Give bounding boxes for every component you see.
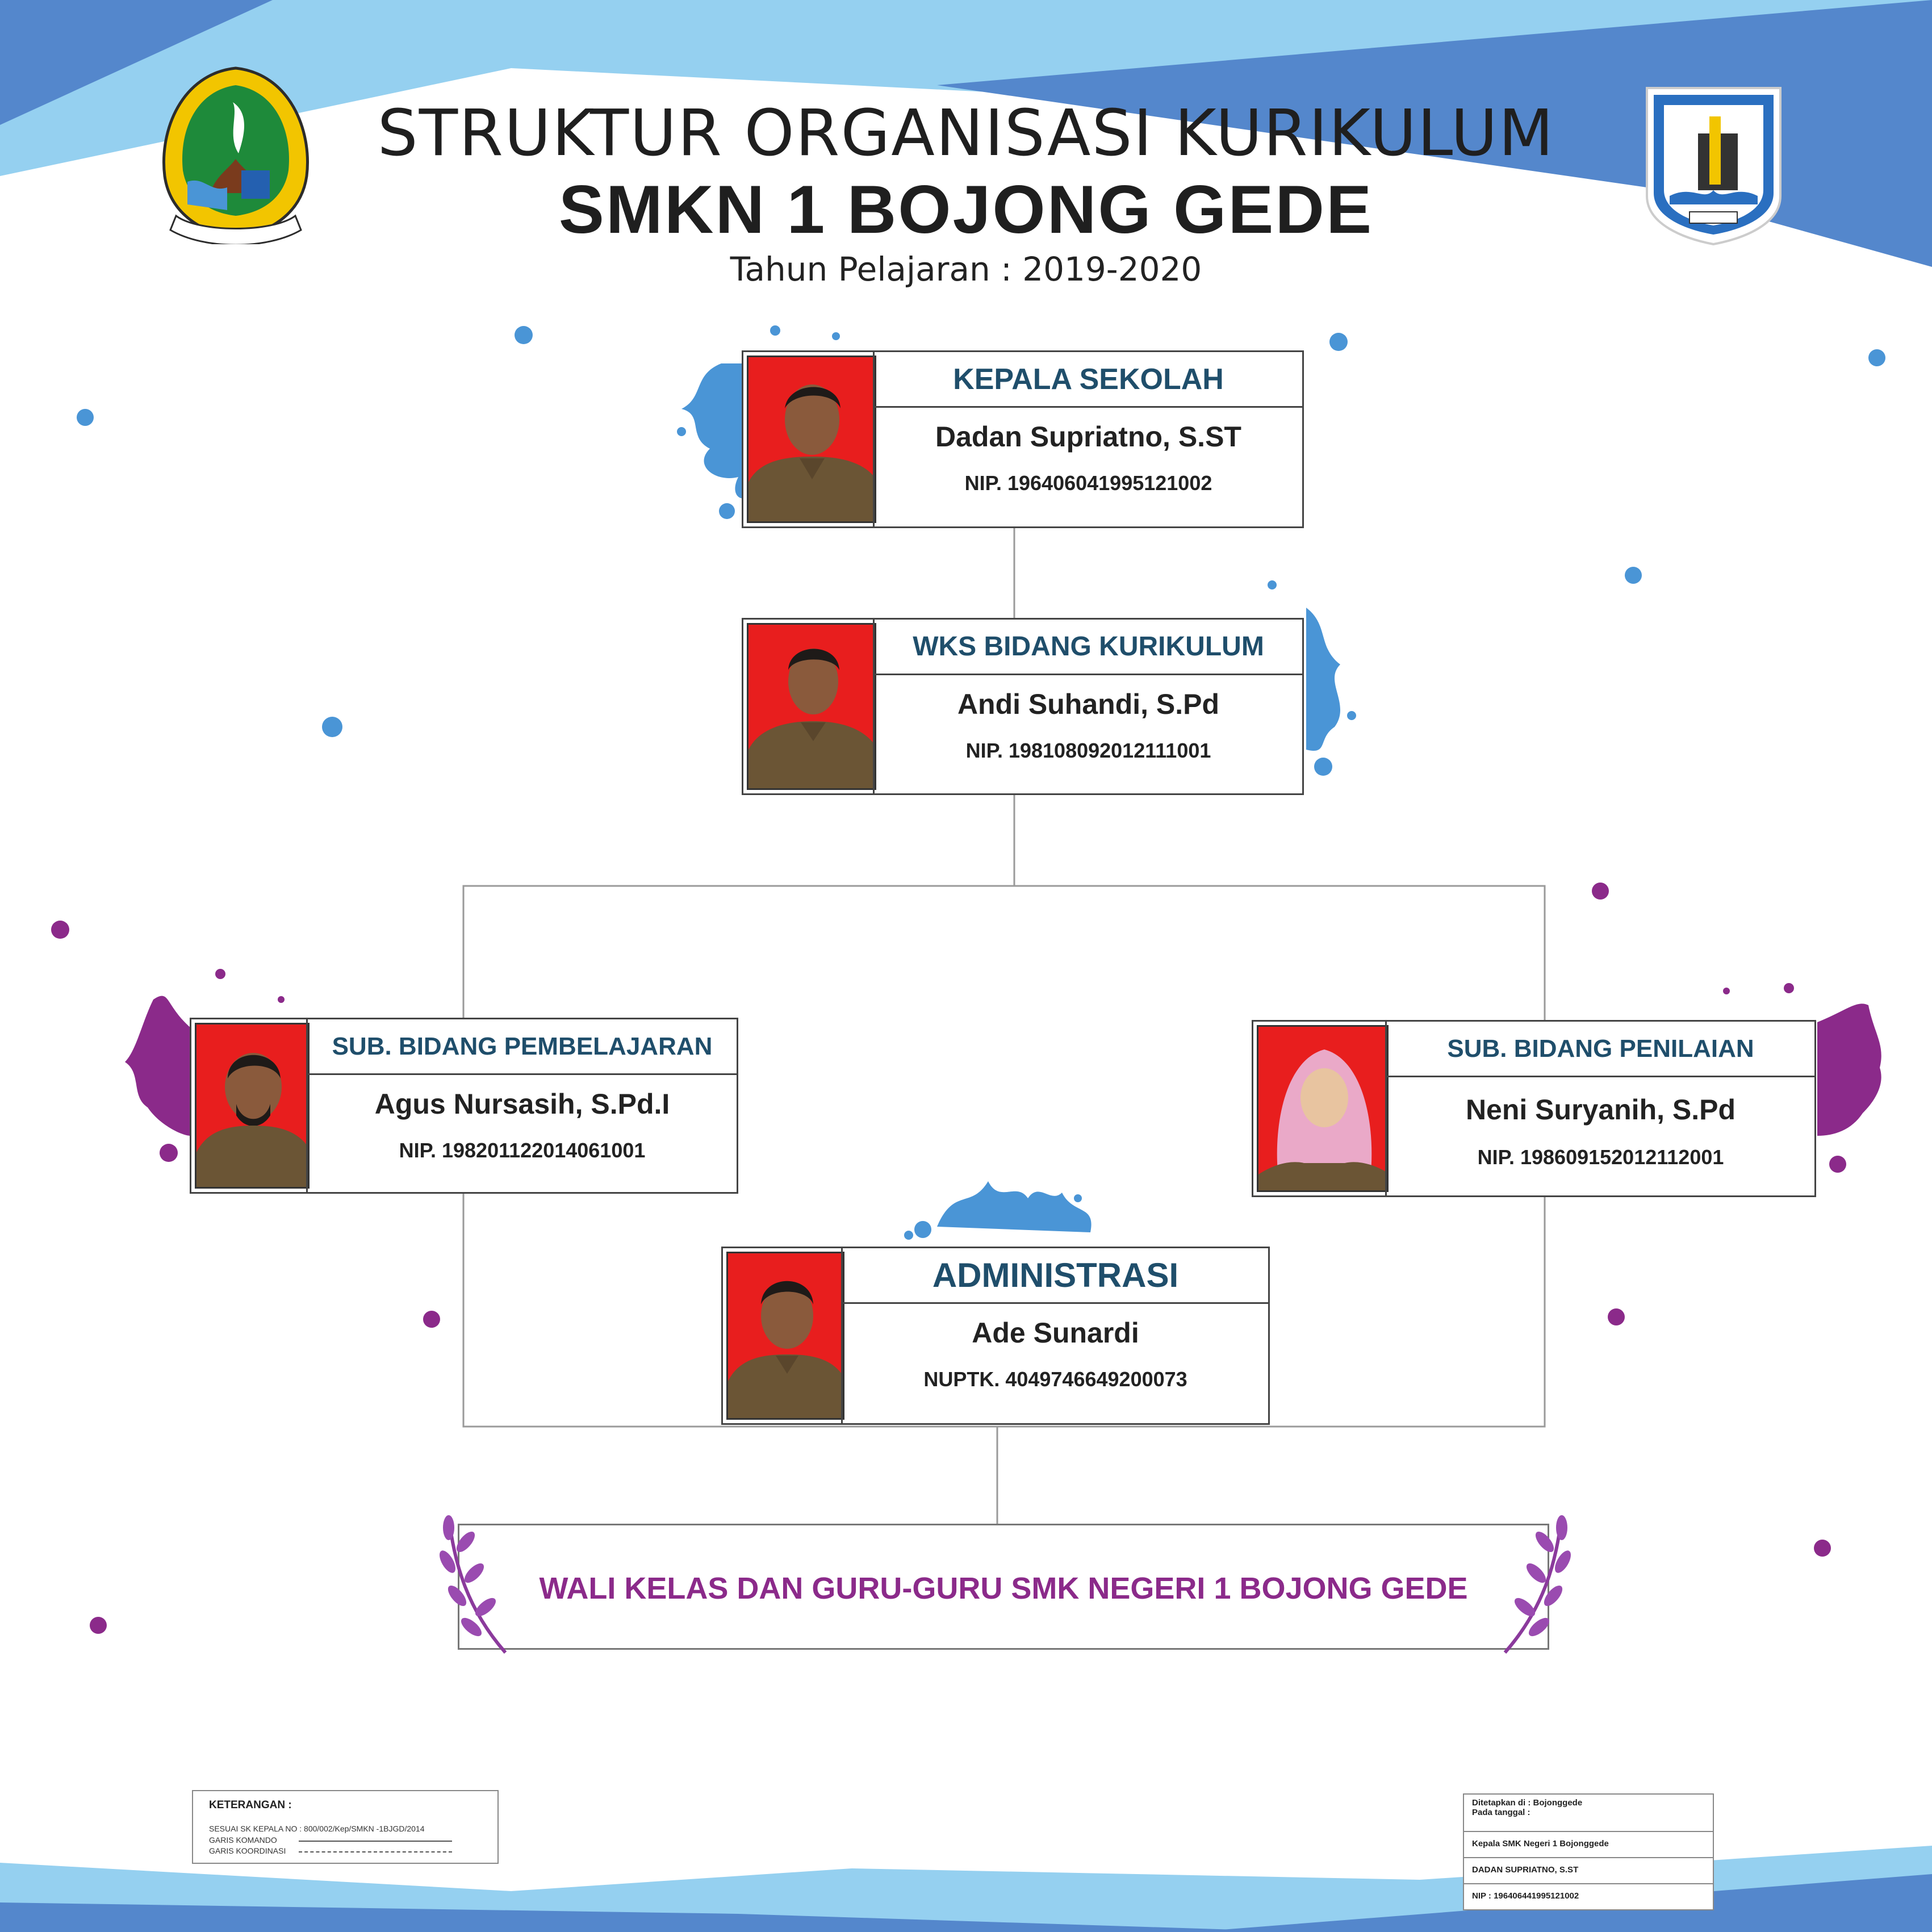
jawa-barat-emblem-icon <box>153 62 318 246</box>
signature-box: Ditetapkan di : Bojonggede Pada tanggal … <box>1463 1793 1714 1910</box>
signature-position: Kepala SMK Negeri 1 Bojonggede <box>1464 1832 1713 1858</box>
signature-place: Ditetapkan di : Bojonggede <box>1472 1798 1583 1808</box>
signature-place-date: Ditetapkan di : Bojonggede Pada tanggal … <box>1464 1795 1713 1832</box>
legend-box: KETERANGAN : SESUAI SK KEPALA NO : 800/0… <box>192 1790 499 1864</box>
role-label: WKS BIDANG KURIKULUM <box>875 620 1302 675</box>
legend-title: KETERANGAN : <box>209 1799 292 1811</box>
signature-name-text: DADAN SUPRIATNO, S.ST <box>1472 1865 1579 1875</box>
laurel-left-icon <box>432 1511 517 1658</box>
person-name: Dadan Supriatno, S.ST <box>935 421 1241 453</box>
portrait-photo <box>747 356 876 523</box>
school-name: SMKN 1 BOJONG GEDE <box>558 172 1374 248</box>
person-name: Neni Suryanih, S.Pd <box>1465 1094 1736 1126</box>
role-label: SUB. BIDANG PEMBELAJARAN <box>308 1019 737 1075</box>
person-name: Agus Nursasih, S.Pd.I <box>374 1088 670 1120</box>
card-info: ADMINISTRASI Ade Sunardi NUPTK. 40497466… <box>841 1248 1268 1423</box>
card-sub-bidang-pembelajaran: SUB. BIDANG PEMBELAJARAN Agus Nursasih, … <box>190 1018 738 1194</box>
card-info: KEPALA SEKOLAH Dadan Supriatno, S.ST NIP… <box>873 352 1302 526</box>
person-id: NUPTK. 4049746649200073 <box>923 1368 1187 1391</box>
portrait-photo <box>195 1023 310 1189</box>
signature-name: DADAN SUPRIATNO, S.ST <box>1464 1858 1713 1884</box>
person-id: NIP. 198201122014061001 <box>399 1139 646 1162</box>
card-wks-kurikulum: WKS BIDANG KURIKULUM Andi Suhandi, S.Pd … <box>742 618 1304 795</box>
legend-reference: SESUAI SK KEPALA NO : 800/002/Kep/SMKN -… <box>209 1824 425 1833</box>
person-id: NIP. 196406041995121002 <box>964 471 1212 495</box>
page-title: STRUKTUR ORGANISASI KURIKULUM <box>377 97 1555 170</box>
card-info: SUB. BIDANG PENILAIAN Neni Suryanih, S.P… <box>1385 1022 1814 1195</box>
smk-negeri-1-bojonggede-emblem-icon <box>1641 82 1786 247</box>
legend-garis-koordinasi-label: GARIS KOORDINASI <box>209 1846 286 1855</box>
garis-koordinasi-line <box>299 1851 452 1852</box>
wali-kelas-label: WALI KELAS DAN GURU-GURU SMK NEGERI 1 BO… <box>539 1571 1468 1605</box>
signature-nip-text: NIP : 196406441995121002 <box>1472 1891 1579 1901</box>
portrait-photo <box>726 1252 844 1420</box>
person-name: Andi Suhandi, S.Pd <box>957 688 1220 720</box>
signature-nip: NIP : 196406441995121002 <box>1464 1884 1713 1909</box>
person-name: Ade Sunardi <box>972 1317 1139 1349</box>
card-info: SUB. BIDANG PEMBELAJARAN Agus Nursasih, … <box>306 1019 737 1192</box>
signature-date: Pada tanggal : <box>1472 1808 1530 1817</box>
card-administrasi: ADMINISTRASI Ade Sunardi NUPTK. 40497466… <box>721 1247 1270 1425</box>
role-label: SUB. BIDANG PENILAIAN <box>1387 1022 1814 1077</box>
academic-year: Tahun Pelajaran : 2019-2020 <box>730 250 1202 288</box>
wali-kelas-banner: WALI KELAS DAN GURU-GURU SMK NEGERI 1 BO… <box>458 1524 1549 1650</box>
portrait-photo <box>1257 1025 1389 1192</box>
card-kepala-sekolah: KEPALA SEKOLAH Dadan Supriatno, S.ST NIP… <box>742 350 1304 528</box>
portrait-photo <box>747 623 876 790</box>
laurel-right-icon <box>1494 1511 1579 1658</box>
person-id: NIP. 198108092012111001 <box>965 739 1211 762</box>
person-id: NIP. 198609152012112001 <box>1477 1145 1724 1169</box>
role-label: KEPALA SEKOLAH <box>875 352 1302 408</box>
garis-komando-line <box>299 1841 452 1842</box>
role-label: ADMINISTRASI <box>843 1248 1268 1304</box>
legend-garis-komando-label: GARIS KOMANDO <box>209 1835 277 1845</box>
signature-position-text: Kepala SMK Negeri 1 Bojonggede <box>1472 1839 1609 1849</box>
card-info: WKS BIDANG KURIKULUM Andi Suhandi, S.Pd … <box>873 620 1302 793</box>
card-sub-bidang-penilaian: SUB. BIDANG PENILAIAN Neni Suryanih, S.P… <box>1252 1020 1816 1197</box>
